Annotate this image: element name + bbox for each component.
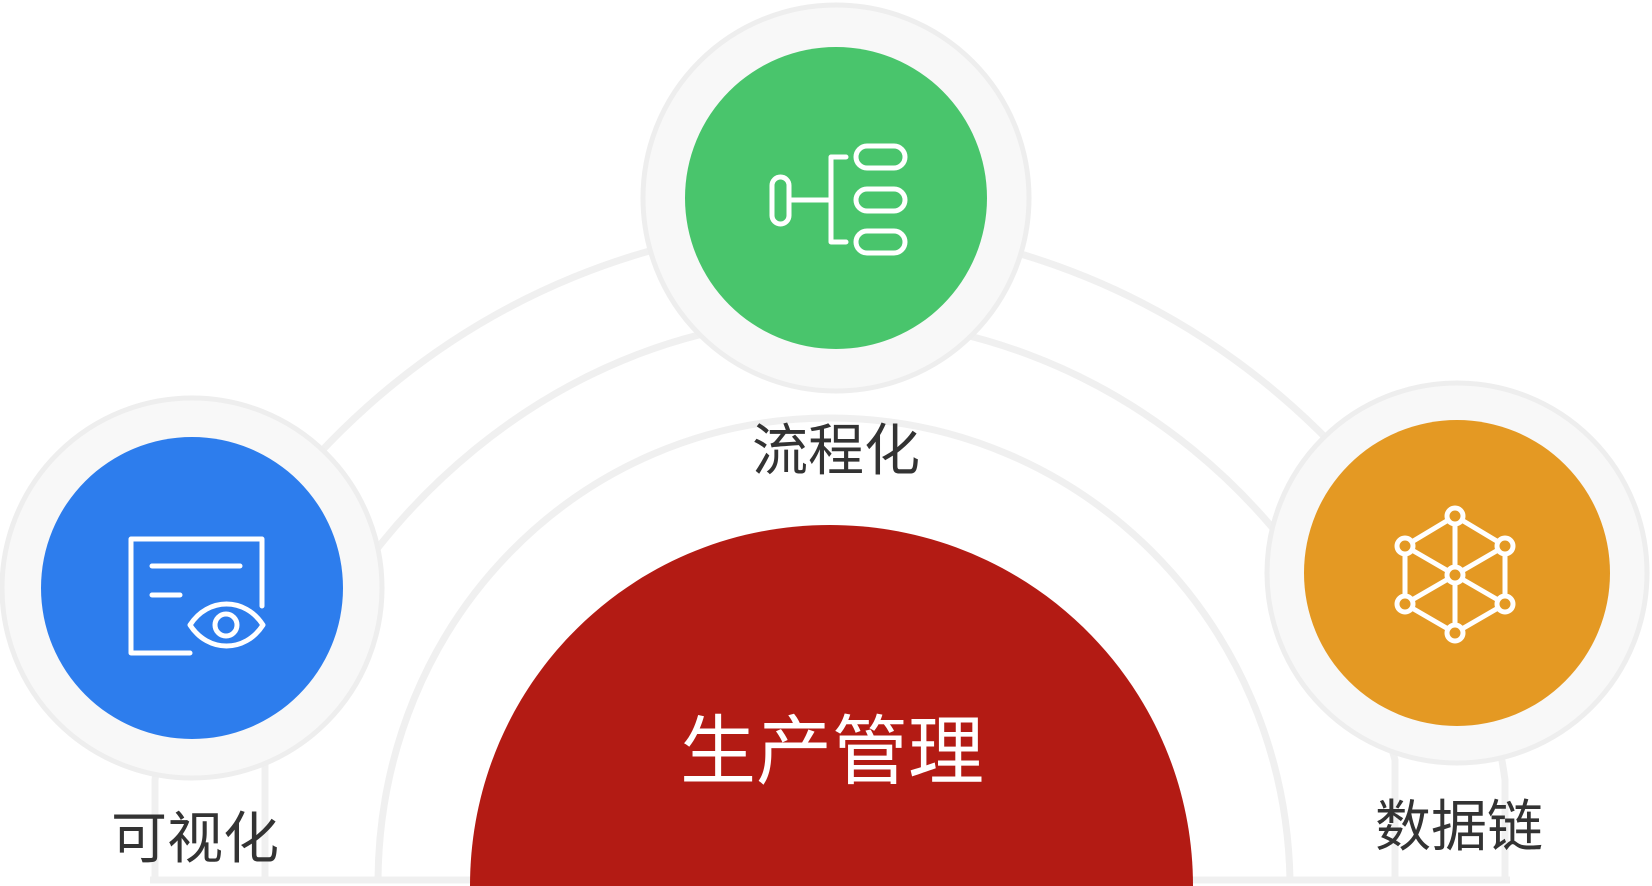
node-process-label: 流程化 [752,419,920,484]
node-visualization[interactable]: 可视化 [0,395,385,872]
center-label: 生产管理 [680,707,984,796]
center-module[interactable]: 生产管理 [470,525,1193,886]
node-visualization-label: 可视化 [111,807,279,872]
network-hexagon-icon [1394,505,1516,644]
node-process[interactable]: 流程化 [640,2,1032,484]
node-datachain[interactable]: 数据链 [1264,380,1650,860]
node-visualization-circle [41,437,343,739]
center-semicircle [470,525,1193,886]
flow-structure-icon [769,143,908,256]
node-process-circle [685,47,987,349]
inner-arc [374,414,1294,881]
visual-monitor-eye-icon [128,536,266,656]
node-datachain-label: 数据链 [1375,795,1543,860]
